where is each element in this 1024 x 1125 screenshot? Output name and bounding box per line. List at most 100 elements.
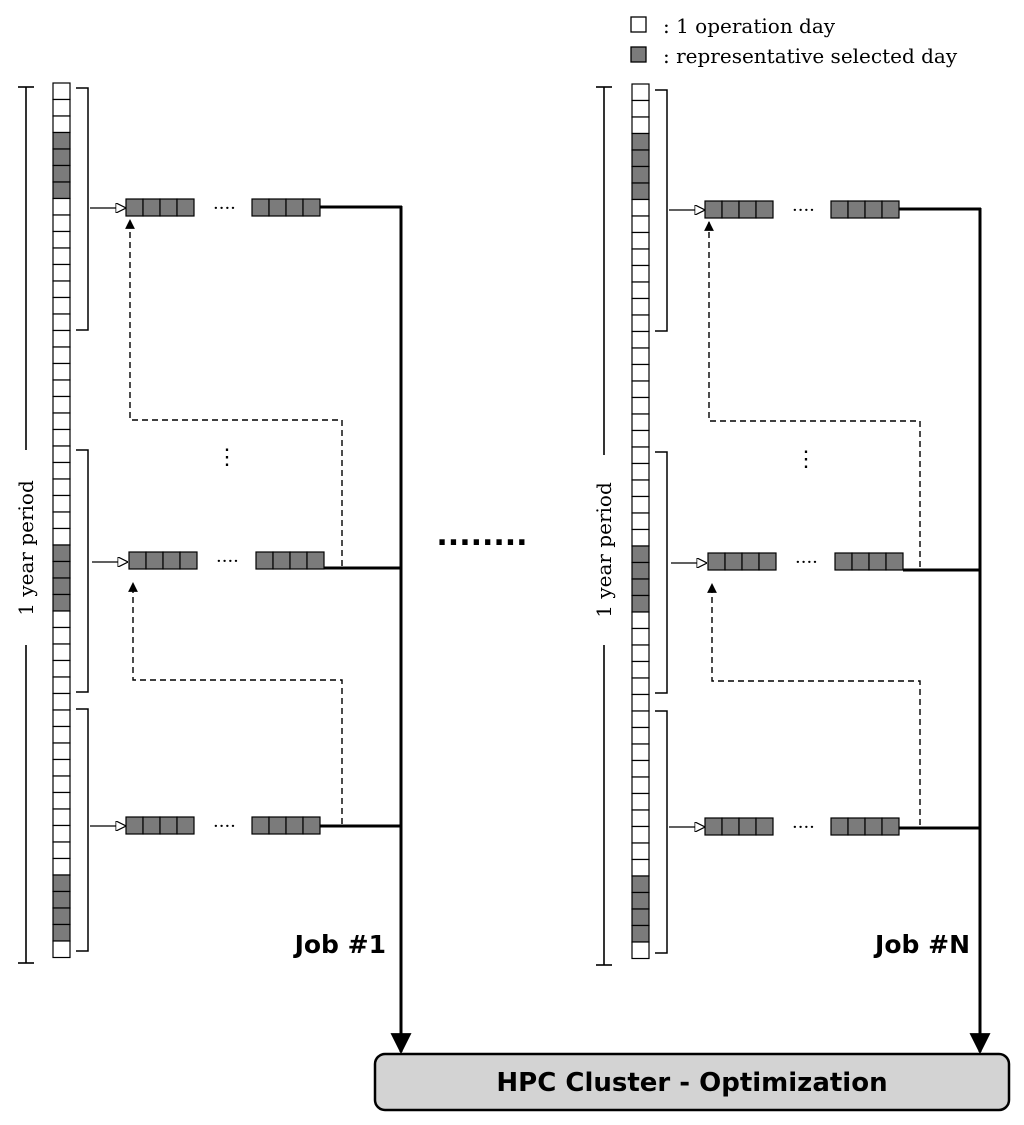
operation-day-cell (631, 611, 650, 630)
selected-day-cell (631, 908, 650, 927)
selected-day-cell (885, 552, 904, 571)
operation-day-cell (52, 362, 71, 381)
selected-day-cell (145, 551, 164, 570)
selected-day-cell (272, 551, 291, 570)
representative-day-strip (830, 817, 900, 836)
column-ellipsis: ⋮ (216, 445, 238, 470)
operation-day-cell (631, 792, 650, 811)
operation-day-cell (631, 297, 650, 316)
operation-day-cell (631, 462, 650, 481)
operation-day-cell (52, 742, 71, 761)
selected-day-cell (52, 874, 71, 893)
operation-day-cell (52, 329, 71, 348)
operation-day-cell (631, 116, 650, 135)
selected-day-cell (268, 816, 287, 835)
selected-day-cell (176, 198, 195, 217)
selected-day-cell (302, 198, 321, 217)
operation-day-cell (631, 660, 650, 679)
selected-day-cell (707, 552, 726, 571)
selected-day-cell (830, 200, 849, 219)
operation-day-cell (631, 825, 650, 844)
selected-day-cell (255, 551, 274, 570)
selected-day-cell (864, 200, 883, 219)
selected-day-cell (52, 148, 71, 167)
operation-day-cell (52, 824, 71, 843)
selected-day-cell (738, 200, 757, 219)
selected-day-cell (758, 552, 777, 571)
selected-day-cell (52, 593, 71, 612)
operation-day-cell (631, 429, 650, 448)
selected-day-cell (830, 817, 849, 836)
jobs-ellipsis: ........ (436, 518, 527, 553)
operation-day-cell (52, 428, 71, 447)
operation-day-cell (52, 791, 71, 810)
selected-day-cell (631, 165, 650, 184)
selected-day-cell (52, 560, 71, 579)
operation-day-cell (52, 395, 71, 414)
representative-day-strip (830, 200, 900, 219)
year-period-label: 1 year period (14, 480, 38, 616)
operation-day-cell (631, 776, 650, 795)
hpc-cluster-label: HPC Cluster - Optimization (496, 1068, 887, 1098)
selected-day-cell (704, 200, 723, 219)
job-panel-n: 1 year period ···· ···· ···· ⋮ Job #N (592, 83, 991, 1055)
operation-day-cell (52, 643, 71, 662)
row-ellipsis: ···· (792, 200, 815, 221)
representative-day-strip (707, 552, 777, 571)
selected-day-cell (125, 816, 144, 835)
dashed-feedback-arrow (128, 582, 343, 824)
legend-empty-day-label: : 1 operation day (663, 14, 836, 38)
selected-day-cell (738, 817, 757, 836)
selected-day-cell (847, 200, 866, 219)
selected-day-cell (631, 875, 650, 894)
operation-day-cell (631, 495, 650, 514)
selected-day-cell (179, 551, 198, 570)
operation-day-cell (631, 677, 650, 696)
operation-day-cell (631, 347, 650, 366)
operation-day-cell (52, 725, 71, 744)
selected-day-cell (755, 817, 774, 836)
year-calendar-column (52, 82, 71, 959)
operation-day-cell (631, 248, 650, 267)
operation-day-cell (52, 676, 71, 695)
operation-day-cell (631, 842, 650, 861)
selected-day-cell (755, 200, 774, 219)
selected-day-cell (285, 816, 304, 835)
operation-day-cell (631, 413, 650, 432)
representative-day-strip (125, 816, 195, 835)
selected-day-cell (631, 132, 650, 151)
operation-day-cell (631, 99, 650, 118)
year-period-label: 1 year period (592, 482, 616, 618)
row-ellipsis: ···· (213, 198, 236, 219)
selected-day-cell (142, 198, 161, 217)
job-label: Job #N (873, 930, 970, 959)
job-label: Job #1 (293, 930, 386, 959)
selected-day-cell (289, 551, 308, 570)
operation-day-cell (631, 231, 650, 250)
selected-day-cell (631, 924, 650, 943)
selected-day-cell (847, 817, 866, 836)
dashed-feedback-arrow (704, 221, 921, 567)
selected-day-cell (631, 149, 650, 168)
operation-day-cell (631, 512, 650, 531)
operation-day-cell (52, 461, 71, 480)
selected-day-cell (268, 198, 287, 217)
sub-period-brackets (76, 87, 89, 952)
selected-day-cell (851, 552, 870, 571)
selected-day-cell (724, 552, 743, 571)
selected-day-cell (52, 544, 71, 563)
operation-day-cell (52, 379, 71, 398)
operation-day-cell (52, 296, 71, 315)
selected-day-cell (142, 816, 161, 835)
operation-day-cell (631, 528, 650, 547)
operation-day-cell (52, 511, 71, 530)
year-period-bracket: 1 year period (14, 86, 38, 964)
operation-day-cell (631, 726, 650, 745)
operation-day-cell (52, 659, 71, 678)
operation-day-cell (631, 743, 650, 762)
selected-day-cell (52, 923, 71, 942)
operation-day-cell (52, 82, 71, 101)
selected-day-cell (306, 551, 325, 570)
operation-day-cell (52, 230, 71, 249)
